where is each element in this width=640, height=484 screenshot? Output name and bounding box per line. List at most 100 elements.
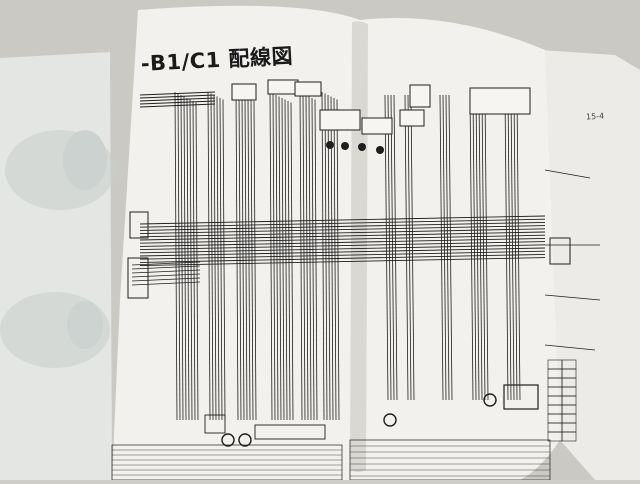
component-circle: [221, 433, 235, 447]
vertical-wire: [410, 94, 415, 401]
lower-left-bracket: [127, 257, 149, 299]
vertical-wire: [180, 94, 184, 421]
vertical-wire: [278, 96, 282, 421]
vertical-wire: [207, 91, 211, 421]
connector: [267, 79, 299, 95]
header-wire: [139, 103, 216, 108]
vertical-wire: [272, 93, 276, 421]
connector-boxes: [204, 79, 571, 447]
connector: [469, 87, 531, 115]
connector-pin: [341, 142, 349, 150]
left-bracket: [129, 211, 149, 239]
connector: [319, 109, 361, 131]
vertical-wire: [269, 91, 273, 421]
bottom-connector: [254, 424, 326, 440]
color-legend-table: [547, 359, 577, 442]
lower-wire: [131, 261, 201, 266]
vertical-wire: [390, 94, 395, 401]
vertical-wire: [302, 93, 306, 421]
vertical-wire: [275, 94, 279, 421]
vertical-wire: [284, 99, 288, 421]
vertical-wire: [407, 94, 412, 401]
vertical-wire: [290, 102, 294, 421]
vertical-wire: [478, 94, 483, 401]
lower-wire: [131, 273, 201, 278]
lower-wire: [131, 277, 201, 282]
vertical-wire: [186, 97, 190, 421]
lower-wire: [131, 265, 201, 270]
vertical-wire: [314, 99, 318, 421]
connector: [361, 117, 393, 135]
connector: [399, 109, 425, 127]
vertical-wire: [472, 94, 477, 401]
lower-wire: [131, 281, 201, 286]
component-circle: [383, 413, 397, 427]
vertical-wire: [238, 93, 242, 421]
left-page-faint-motorcycle-image: [0, 130, 115, 368]
vertical-wire: [287, 100, 291, 421]
vertical-wire: [404, 94, 409, 401]
page-gutter: [350, 21, 368, 472]
vertical-wire: [281, 97, 285, 421]
vertical-wire: [481, 94, 486, 401]
vertical-wire: [189, 99, 193, 421]
vertical-wire: [448, 94, 453, 401]
vertical-wire: [516, 94, 521, 401]
right-connector: [549, 237, 571, 265]
leader-line: [544, 294, 601, 301]
vertical-wire: [469, 94, 474, 401]
header-wire: [139, 100, 216, 105]
header-wire: [139, 94, 216, 99]
page-number: 15-4: [585, 111, 605, 122]
battery-box: [503, 384, 539, 410]
vertical-wire: [219, 97, 223, 421]
vertical-wire: [222, 99, 226, 421]
vertical-wire: [333, 97, 337, 421]
vertical-wire: [324, 93, 328, 421]
header-wire: [139, 97, 216, 102]
vertical-wire: [216, 96, 220, 421]
vertical-wire: [299, 91, 303, 421]
right-page-edge: [540, 50, 640, 480]
vertical-wire: [192, 100, 196, 421]
vertical-wire: [308, 96, 312, 421]
vertical-wire: [183, 96, 187, 421]
vertical-wire: [177, 93, 181, 421]
vertical-wire: [244, 96, 248, 421]
vertical-wire: [445, 94, 450, 401]
vertical-wire: [253, 100, 257, 421]
vertical-wire: [504, 94, 509, 401]
vertical-wire: [513, 94, 518, 401]
vertical-wire: [241, 94, 245, 421]
connector: [409, 84, 431, 108]
legend-cell: [561, 431, 577, 442]
connector: [231, 83, 257, 101]
vertical-wire: [210, 93, 214, 421]
component-circle: [238, 433, 252, 447]
vertical-wire: [305, 94, 309, 421]
vertical-wire: [235, 91, 239, 421]
vertical-wire: [311, 97, 315, 421]
vertical-wire: [321, 91, 325, 421]
vertical-wire: [247, 97, 251, 421]
component-circle: [483, 393, 497, 407]
vertical-wire: [327, 94, 331, 421]
wiring-lines: [127, 91, 601, 421]
vertical-wire: [442, 94, 447, 401]
leader-line: [544, 344, 596, 351]
leader-line: [544, 169, 591, 179]
vertical-wire: [384, 94, 389, 401]
vertical-wire: [507, 94, 512, 401]
vertical-wire: [250, 99, 254, 421]
vertical-wire: [439, 94, 444, 401]
vertical-wire: [484, 94, 489, 401]
vertical-wire: [336, 99, 340, 421]
vertical-wire: [330, 96, 334, 421]
vertical-wire: [387, 94, 392, 401]
vertical-wire: [510, 94, 515, 401]
connector-pin: [326, 141, 334, 149]
header-wire: [139, 91, 216, 96]
vertical-wire: [475, 94, 480, 401]
